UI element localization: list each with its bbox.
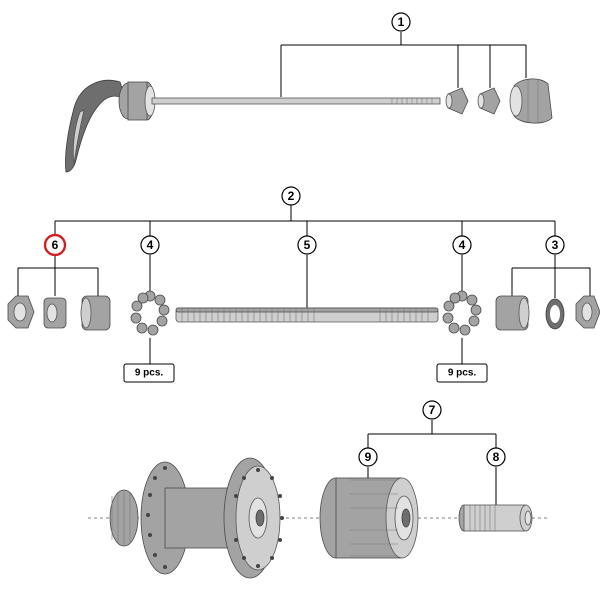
hub-body-assembly: 7 9 <box>88 400 550 579</box>
svg-text:9 pcs.: 9 pcs. <box>135 368 164 379</box>
callout-6-leader <box>17 255 99 296</box>
hub-shell <box>109 457 284 579</box>
svg-text:1: 1 <box>398 15 405 29</box>
left-balls-quantity: 9 pcs. <box>123 363 175 383</box>
svg-text:8: 8 <box>493 450 500 464</box>
bolt-threads <box>469 505 496 531</box>
callout-4-right: 4 <box>452 235 472 255</box>
hub-axle-assembly: 2 6 <box>7 186 600 383</box>
left-flange-holes <box>146 466 167 569</box>
svg-text:5: 5 <box>304 238 311 252</box>
callout-9: 9 <box>358 447 378 467</box>
left-cone <box>80 295 111 331</box>
callout-1: 1 <box>391 12 411 32</box>
right-balls-quantity: 9 pcs. <box>436 363 488 383</box>
freehub-body <box>319 477 419 559</box>
svg-text:4: 4 <box>459 238 466 252</box>
callout-3: 3 <box>545 235 565 255</box>
callout-7: 7 <box>422 400 442 420</box>
skewer-threads <box>391 98 433 104</box>
svg-text:4: 4 <box>147 238 154 252</box>
right-washer <box>545 298 565 330</box>
right-lock-nut <box>575 295 600 329</box>
freehub-fixing-bolt <box>458 504 533 532</box>
hub-axle <box>175 307 439 323</box>
callout-7-leader <box>367 420 497 448</box>
axle-threads <box>181 308 429 322</box>
right-cone <box>495 295 530 331</box>
rotor-mount <box>111 491 131 545</box>
svg-text:3: 3 <box>552 238 559 252</box>
callout-2-leader <box>54 205 556 236</box>
quick-release-assembly: 1 <box>65 12 553 173</box>
callout-2: 2 <box>281 186 301 206</box>
svg-text:6: 6 <box>52 238 59 252</box>
quick-release-skewer <box>151 97 441 105</box>
skewer-adjusting-nut <box>509 78 553 124</box>
callout-6: 6 <box>43 233 67 257</box>
svg-text:9 pcs.: 9 pcs. <box>448 368 477 379</box>
callout-3-leader <box>511 255 591 298</box>
callout-5: 5 <box>297 235 317 255</box>
left-spacer <box>43 297 67 329</box>
callout-4-left: 4 <box>140 235 160 255</box>
svg-text:9: 9 <box>365 450 372 464</box>
skewer-spring-left <box>445 87 469 115</box>
skewer-spring-right <box>477 87 501 115</box>
callout-1-leader <box>280 32 527 97</box>
freehub-splines <box>350 479 398 557</box>
quick-release-lever <box>65 79 156 173</box>
left-lock-nut <box>7 295 35 329</box>
left-ball-bearings <box>130 290 170 336</box>
callout-8: 8 <box>486 447 506 467</box>
right-flange-holes <box>234 468 284 568</box>
right-ball-bearings <box>442 290 482 336</box>
svg-text:7: 7 <box>429 403 436 417</box>
svg-text:2: 2 <box>288 189 295 203</box>
